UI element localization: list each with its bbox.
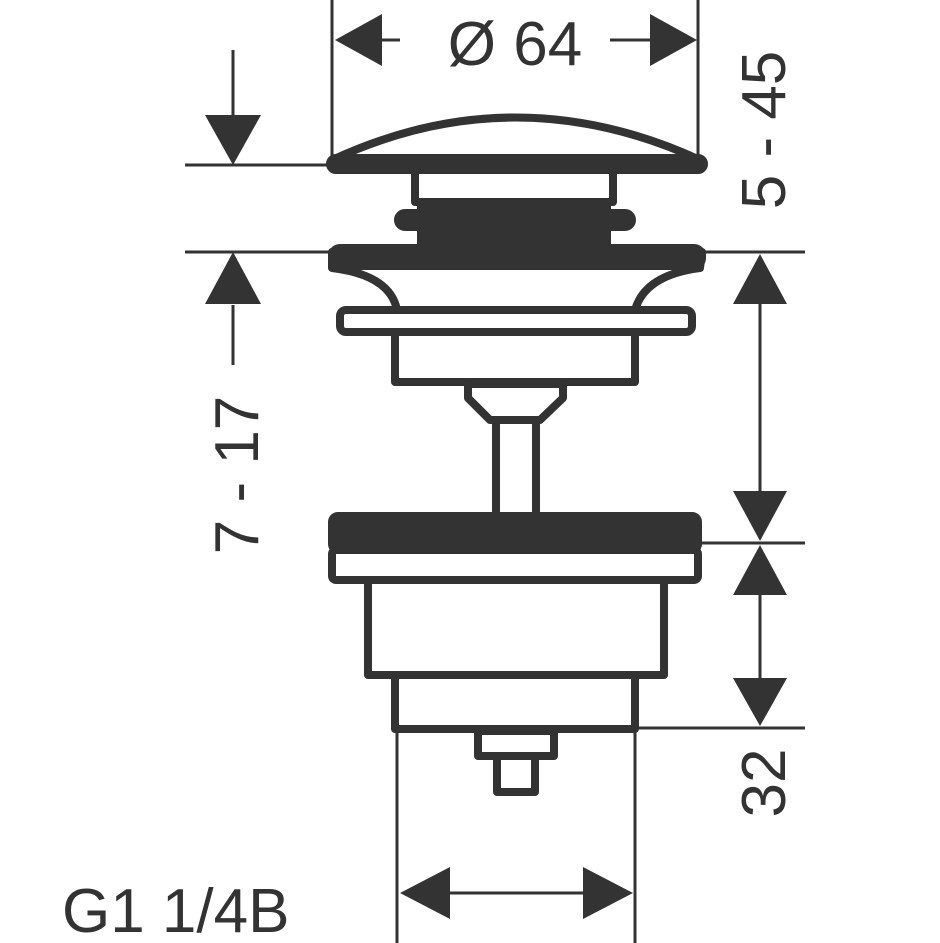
flange-range-label: 7 - 17 bbox=[203, 396, 272, 555]
dimension-lines bbox=[185, 0, 805, 943]
stroke-range-label: 5 - 45 bbox=[730, 51, 799, 210]
arrowheads bbox=[205, 14, 787, 919]
body-height-label: 32 bbox=[730, 749, 799, 818]
drain-valve bbox=[326, 113, 708, 796]
thread-label: G1 1/4B bbox=[62, 877, 289, 943]
diameter-label: Ø 64 bbox=[448, 10, 582, 79]
